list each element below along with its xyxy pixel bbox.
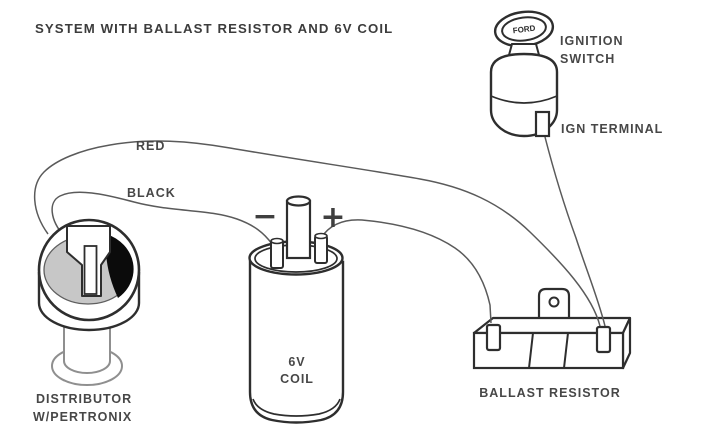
switch-body-rim-line bbox=[490, 95, 558, 104]
coil-negative-post-top bbox=[270, 237, 284, 245]
distributor-label-line1: DISTRIBUTOR bbox=[36, 392, 132, 406]
black-wire-label: BLACK bbox=[127, 186, 176, 200]
coil-body bbox=[248, 260, 345, 424]
wires bbox=[33, 136, 606, 327]
ignition-switch: FORD bbox=[489, 10, 559, 138]
ballast-left-terminal bbox=[485, 323, 502, 352]
black-wire bbox=[51, 191, 273, 245]
ballast-right-terminal bbox=[595, 325, 612, 354]
key-head-inner bbox=[501, 16, 547, 42]
ignition-switch-label-line2: SWITCH bbox=[560, 52, 615, 66]
distributor-label-line2: W/PERTRONIX bbox=[33, 410, 132, 424]
coil-ht-tower bbox=[285, 199, 312, 260]
ballast-section-lines bbox=[528, 332, 569, 369]
coil-label-line1: 6V bbox=[288, 355, 305, 369]
coil-positive-post-top bbox=[314, 232, 328, 240]
red-wire-label: RED bbox=[136, 139, 165, 153]
coil-minus-sign: − bbox=[252, 199, 277, 234]
diagram-title: SYSTEM WITH BALLAST RESISTOR AND 6V COIL bbox=[35, 21, 393, 36]
ballast-resistor-label: BALLAST RESISTOR bbox=[479, 386, 620, 400]
ign-terminal-label: IGN TERMINAL bbox=[561, 122, 663, 136]
ballast-mounting-hole bbox=[548, 296, 560, 308]
ignition-switch-label-line1: IGNITION bbox=[560, 34, 624, 48]
distributor-shaft bbox=[63, 318, 111, 374]
coil-plus-sign: + bbox=[320, 200, 345, 235]
coil-bottom-inner-line bbox=[252, 398, 341, 417]
coil-positive-post bbox=[314, 235, 328, 264]
coil-positive-wire bbox=[320, 219, 492, 324]
ignition-wire bbox=[544, 136, 606, 327]
red-wire bbox=[33, 140, 601, 327]
ign-terminal-post bbox=[534, 110, 551, 138]
coil-label-line2: COIL bbox=[280, 372, 314, 386]
coil-ht-tower-top bbox=[285, 195, 312, 207]
distributor bbox=[37, 218, 141, 386]
key-head: FORD bbox=[493, 10, 555, 48]
distributor-rotor-crescent bbox=[105, 234, 134, 298]
coil bbox=[248, 195, 345, 424]
distributor-rotor-slot bbox=[83, 245, 98, 295]
coil-negative-post bbox=[270, 240, 284, 269]
key-logo-text: FORD bbox=[512, 24, 536, 36]
